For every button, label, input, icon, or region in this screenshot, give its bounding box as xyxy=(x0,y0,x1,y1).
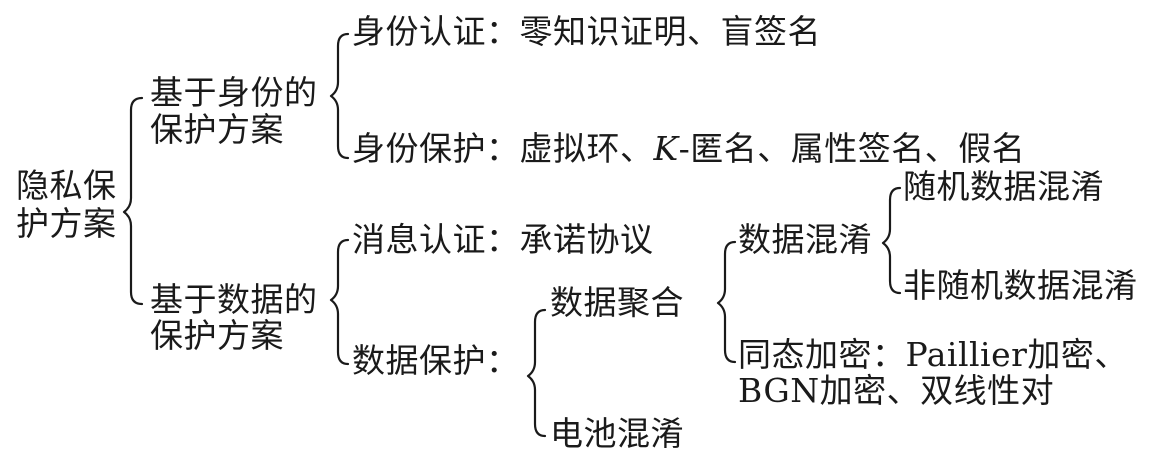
brace-data-protection xyxy=(526,308,547,438)
brace-root xyxy=(122,96,144,306)
brace-aggregation xyxy=(716,240,737,364)
identity-scheme-line2: 保护方案 xyxy=(150,110,284,149)
data-protection-label: 数据保护： xyxy=(352,341,520,380)
root-label-line1: 隐私保 xyxy=(16,166,117,205)
homomorphic-line1: 同态加密：Paillier加密、 xyxy=(738,335,1128,374)
brace-obfuscation xyxy=(881,186,902,295)
data-scheme-line2: 保护方案 xyxy=(150,316,284,355)
root-label-line2: 护方案 xyxy=(16,204,117,243)
data-aggregation: 数据聚合 xyxy=(550,283,684,322)
identity-protect-value-before: 虚拟环、 xyxy=(519,129,654,168)
homomorphic-line2: BGN加密、双线性对 xyxy=(738,371,1055,410)
message-auth-value: 承诺协议 xyxy=(519,220,654,259)
identity-auth: 身份认证：零知识证明、盲签名 xyxy=(352,13,821,51)
data-obfuscation: 数据混淆 xyxy=(738,220,872,259)
identity-protect-k: K xyxy=(653,129,679,168)
battery-obfuscation: 电池混淆 xyxy=(550,414,684,453)
identity-protect: 身份保护：虚拟环、K-匿名、属性签名、假名 xyxy=(352,130,1025,168)
message-auth: 消息认证：承诺协议 xyxy=(352,221,654,259)
identity-protect-label: 身份保护： xyxy=(352,129,520,168)
random-obfuscation: 随机数据混淆 xyxy=(903,167,1104,206)
brace-data xyxy=(329,238,350,366)
identity-auth-label: 身份认证： xyxy=(352,12,520,51)
brace-identity xyxy=(329,32,350,160)
identity-scheme-line1: 基于身份的 xyxy=(150,73,318,112)
message-auth-label: 消息认证： xyxy=(352,220,520,259)
identity-protect-value-after: -匿名、属性签名、假名 xyxy=(678,129,1026,168)
identity-auth-value: 零知识证明、盲签名 xyxy=(519,12,821,51)
data-scheme-line1: 基于数据的 xyxy=(150,280,318,319)
nonrandom-obfuscation: 非随机数据混淆 xyxy=(903,266,1138,305)
